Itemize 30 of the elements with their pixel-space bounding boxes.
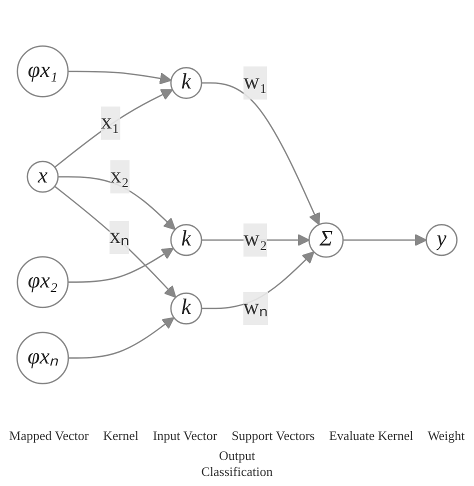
network-diagram: w₁ x₁ x₂ xₙ w₂ wₙ φx₁ k x k Σ y φx₂ k φxₙ: [6, 35, 468, 395]
node-circle: [170, 224, 202, 256]
node-circle: [170, 292, 202, 325]
edge-label: x₁: [100, 110, 120, 134]
edge-label: xₙ: [110, 225, 129, 249]
stage-label: Support Vectors: [232, 428, 315, 444]
node-circle: [16, 332, 70, 384]
arrow: [54, 89, 174, 168]
stage-label: Weight: [428, 428, 465, 444]
arrow: [68, 317, 174, 359]
stage-label: Output Classification: [200, 448, 274, 480]
stage-label: Evaluate Kernel: [329, 428, 414, 444]
node-circle: [16, 46, 69, 98]
edge-label: w₁: [243, 70, 268, 94]
stage-label: Input Vector: [152, 428, 218, 444]
stage-label: Kernel: [103, 428, 138, 444]
node-circle: [170, 67, 202, 100]
node-circle: [16, 256, 69, 308]
arrow: [68, 70, 172, 85]
edge-label: w₂: [243, 228, 268, 252]
arrow: [54, 186, 176, 298]
edge-label: x₂: [110, 164, 130, 188]
arrow: [68, 248, 174, 283]
edge-label: wₙ: [243, 296, 268, 320]
node-circle: [26, 160, 59, 193]
arrow: [202, 82, 320, 226]
node-circle: [308, 222, 344, 258]
stage-label: Mapped Vector: [9, 428, 89, 444]
arrow: [343, 234, 427, 246]
node-circle: [426, 224, 458, 256]
